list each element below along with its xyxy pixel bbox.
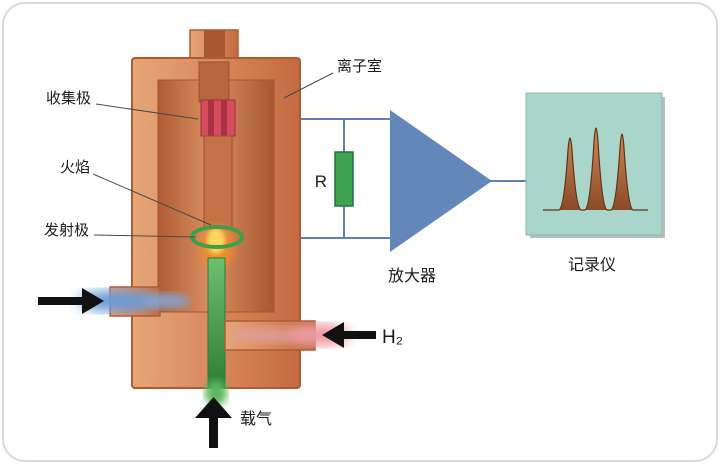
chromatogram-peaks bbox=[543, 127, 648, 211]
carrier-gas-arrow bbox=[195, 397, 232, 448]
ion-chamber-leader bbox=[283, 72, 334, 99]
carrier-gas-jet bbox=[207, 257, 226, 389]
hydrogen-arrow bbox=[322, 322, 376, 348]
air-arrow bbox=[38, 288, 104, 314]
carrier-gas-label: 载气 bbox=[240, 410, 272, 428]
leader-lines bbox=[92, 72, 334, 238]
collector-electrode bbox=[200, 99, 236, 137]
jet-exit-glow bbox=[205, 380, 227, 406]
flame-leader bbox=[92, 173, 212, 226]
inner-jet-tube bbox=[203, 135, 233, 229]
amplifier-triangle bbox=[390, 110, 492, 252]
air-flow-glow bbox=[78, 290, 158, 312]
resistor: R bbox=[315, 151, 354, 207]
recorder bbox=[525, 92, 665, 238]
ion-chamber-label: 离子室 bbox=[337, 58, 382, 75]
recorder-label: 记录仪 bbox=[568, 256, 616, 274]
emitter-label: 发射极 bbox=[44, 222, 89, 239]
inner-top-tube bbox=[198, 61, 230, 103]
ion-chamber-body bbox=[78, 29, 350, 406]
air-flow-inner-glow bbox=[142, 293, 190, 309]
collector-leader bbox=[95, 103, 199, 120]
amplifier-label: 放大器 bbox=[388, 267, 436, 285]
emitter-leader bbox=[93, 234, 197, 238]
flame-label: 火焰 bbox=[60, 159, 90, 176]
collector-label: 收集极 bbox=[46, 90, 91, 107]
chimney-bore bbox=[204, 30, 225, 64]
resistor-label: R bbox=[315, 172, 327, 191]
hydrogen-label: H₂ bbox=[382, 327, 403, 348]
